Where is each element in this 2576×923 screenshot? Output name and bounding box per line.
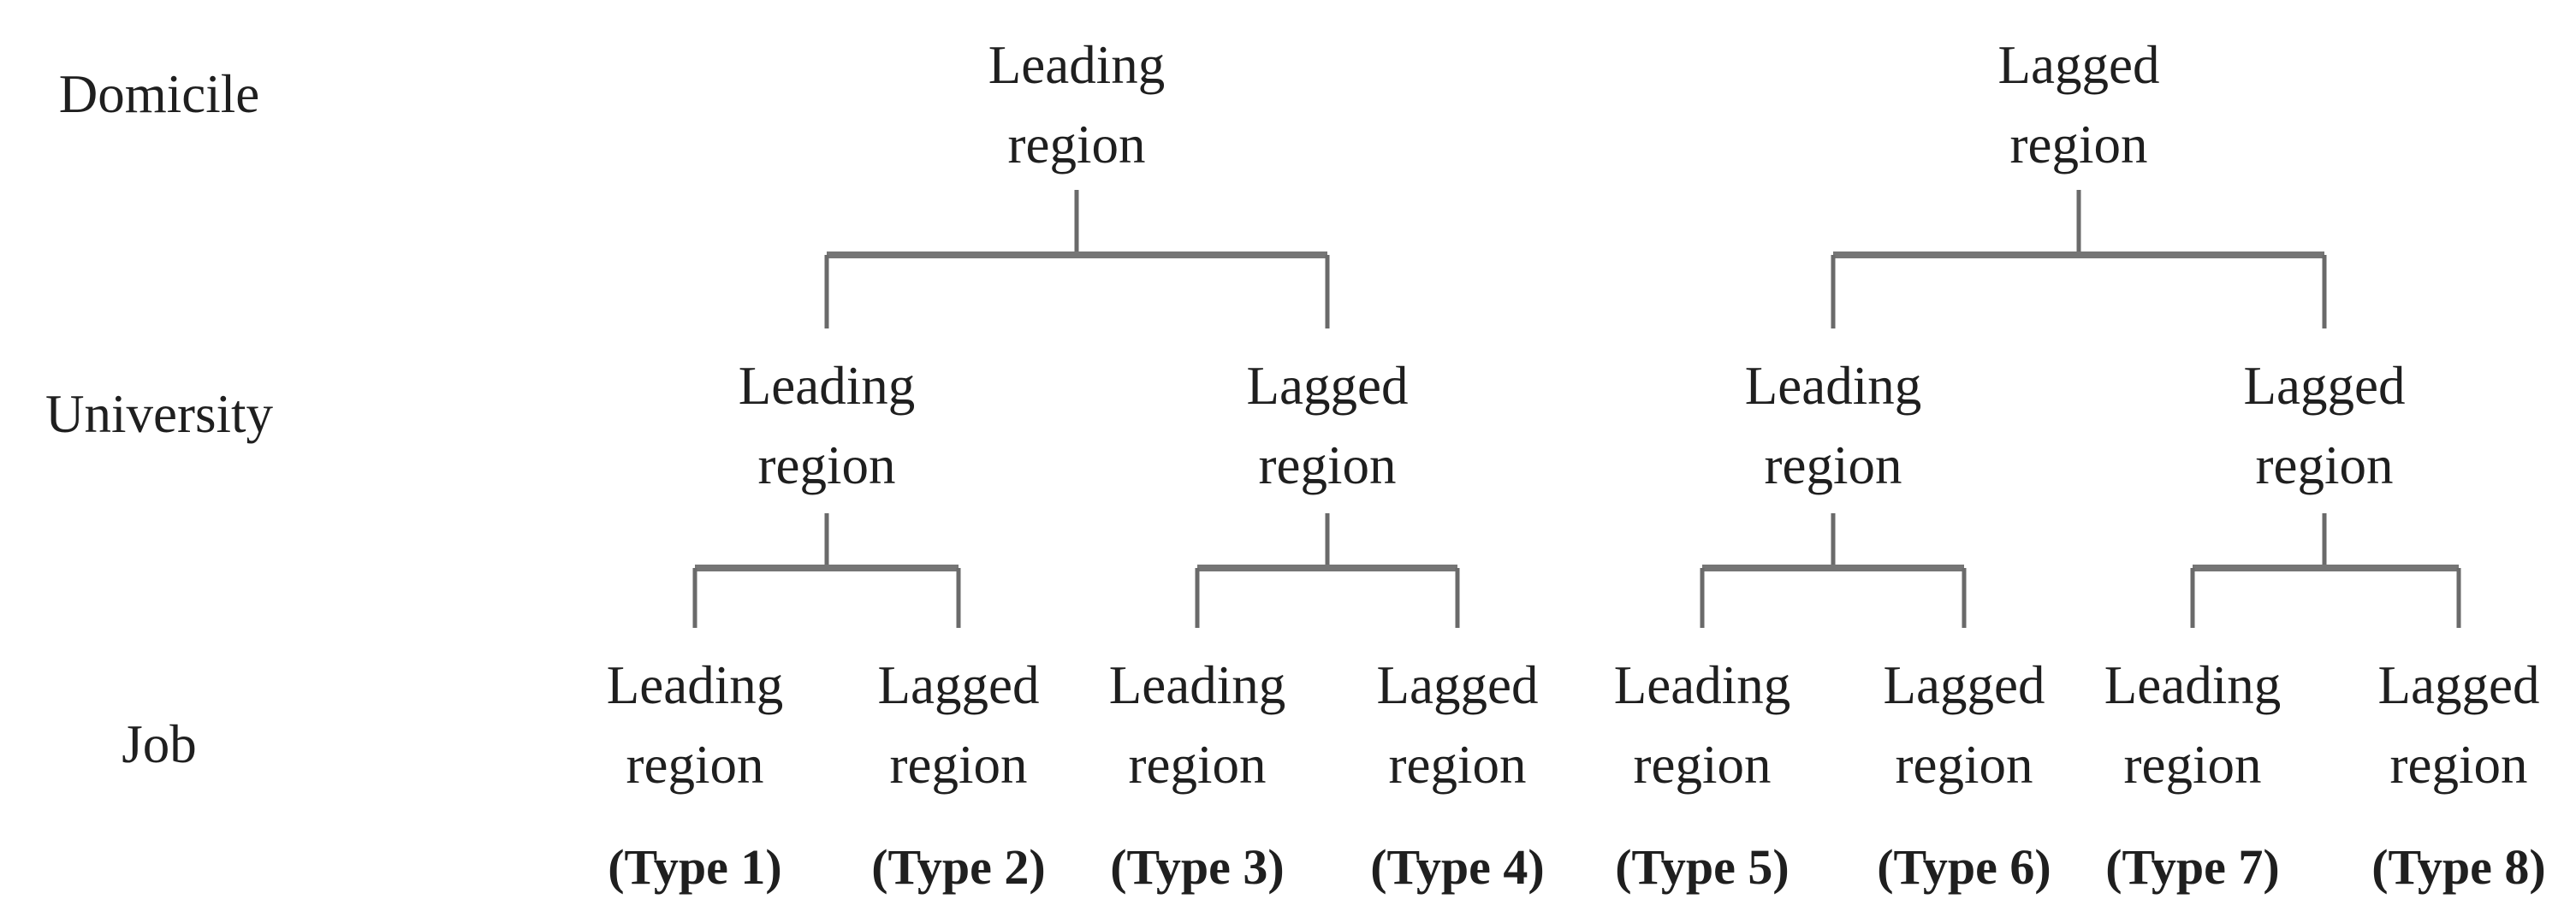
leaf-8-type: (Type 8) [2371, 839, 2546, 895]
connector-domicile-2 [1831, 190, 2327, 328]
leaf-4-type: (Type 4) [1370, 839, 1545, 895]
node-university-4-lagged: Lagged region [2243, 356, 2406, 495]
row-label-job: Job [122, 714, 197, 774]
leaf-6-type: (Type 6) [1877, 839, 2051, 895]
node-domicile-leading: Leading region [988, 35, 1166, 175]
leaf-3-type: (Type 3) [1110, 839, 1285, 895]
leaf-4-label: Lagged region [1376, 655, 1539, 795]
row-label-university: University [45, 384, 273, 444]
leaf-8-label: Lagged region [2377, 655, 2540, 795]
node-university-2-lagged: Lagged region [1246, 356, 1409, 495]
node-university-1-leading: Leading region [738, 356, 916, 495]
connector-university-3 [1700, 513, 1967, 628]
leaf-7-label: Leading region [2104, 655, 2282, 795]
leaf-2-type: (Type 2) [871, 839, 1046, 895]
leaf-5-type: (Type 5) [1615, 839, 1790, 895]
leaf-3-label: Leading region [1108, 655, 1286, 795]
leaf-6-label: Lagged region [1883, 655, 2045, 795]
leaf-1-label: Leading region [606, 655, 784, 795]
leaf-5-label: Leading region [1613, 655, 1791, 795]
node-university-3-leading: Leading region [1744, 356, 1922, 495]
leaf-7-type: (Type 7) [2105, 839, 2280, 895]
leaf-2-label: Lagged region [877, 655, 1040, 795]
row-label-domicile: Domicile [58, 64, 260, 124]
connector-university-1 [692, 513, 961, 628]
connector-university-2 [1195, 513, 1460, 628]
node-domicile-lagged: Lagged region [1997, 35, 2160, 175]
connector-university-4 [2190, 513, 2461, 628]
leaf-1-type: (Type 1) [608, 839, 782, 895]
connector-domicile-1 [824, 190, 1330, 328]
